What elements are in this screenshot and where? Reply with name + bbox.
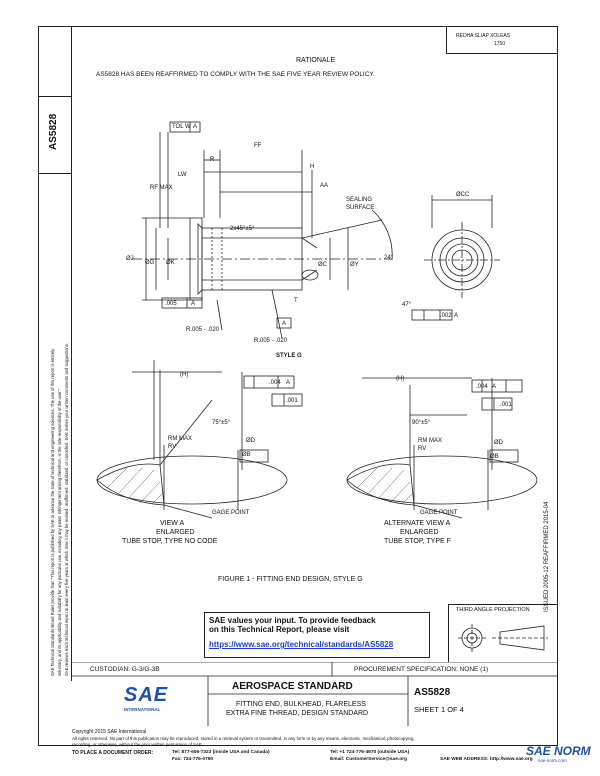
dim-chamfer: 2x45°±5° [230, 226, 255, 232]
alt-view-a-rv: RV [418, 446, 427, 452]
dim-dk: ØK [166, 260, 175, 266]
doc-number: AS5828 [414, 687, 451, 698]
dim-dc: ØC [318, 262, 327, 268]
dim-dj: ØJ [126, 256, 134, 262]
alt-view-a-title-2: ENLARGED [400, 529, 439, 536]
dim-a: A [193, 124, 198, 130]
feedback-link[interactable]: https://www.sae.org/technical/standards/… [209, 640, 394, 649]
alt-view-a-tol-001: .001 [500, 402, 512, 408]
procurement: PROCUREMENT SPECIFICATION: NONE (1) [354, 666, 489, 673]
view-a-rv: RV [168, 444, 177, 450]
alt-view-a-title-3: TUBE STOP, TYPE F [384, 538, 451, 545]
fitting-drawing [96, 121, 538, 519]
dim-rf-max: RF MAX [150, 185, 173, 191]
view-a-title-1: VIEW A [160, 520, 185, 527]
title-line-1: FITTING END, BULKHEAD, FLARELESS [236, 701, 366, 708]
dim-h: H [310, 164, 315, 170]
alt-view-a-rm-max: RM MAX [418, 438, 442, 444]
alt-view-a-title-1: ALTERNATE VIEW A [384, 520, 451, 527]
sheet-number: SHEET 1 OF 4 [414, 705, 464, 714]
alt-view-a-a: A [492, 384, 497, 390]
dim-ff: FF [254, 143, 262, 149]
footer-email: Email: CustomerService@sae.org [330, 757, 407, 762]
alt-view-a-db: ØB [490, 454, 499, 460]
view-a-title-3: TUBE STOP, TYPE NO CODE [122, 538, 218, 545]
side-doc-box [38, 96, 72, 174]
watermark-sub: sae-norm.com [538, 758, 567, 763]
figure-caption: FIGURE 1 - FITTING END DESIGN, STYLE G [218, 576, 363, 583]
dim-dcc: ØCC [456, 192, 470, 198]
view-a-tol-001: .001 [286, 398, 298, 404]
watermark: SAE NORM sae-norm.com [512, 745, 596, 769]
feedback-line-1: SAE values your input. To provide feedba… [209, 616, 376, 625]
dim-a-3: A [282, 321, 287, 327]
title-line-2: EXTRA FINE THREAD, DESIGN STANDARD [226, 710, 369, 717]
footer-tel-1: Tel: 877-606-7323 (inside USA and Canada… [172, 750, 270, 755]
dim-t: T [294, 298, 298, 304]
dim-a-2: A [191, 301, 196, 307]
footer-rights: All rights reserved. No part of this pub… [72, 736, 415, 741]
dim-dg: ØG [145, 260, 155, 266]
alt-view-a-dd: ØD [494, 440, 503, 446]
view-a-gage: GAGE POINT [212, 510, 250, 516]
rationale-heading: RATIONALE [296, 57, 336, 64]
dim-sealing: SEALING [346, 197, 373, 203]
header-line-2: 1750 [494, 41, 506, 47]
sae-logo: SAE [124, 684, 169, 706]
category: AEROSPACE STANDARD [232, 681, 353, 692]
footer-order: TO PLACE A DOCUMENT ORDER: [72, 750, 154, 756]
view-a-tol-004: .004 [269, 380, 281, 386]
side-legal-2: voluntary, and its applicability and sui… [57, 388, 62, 676]
alt-view-a-h: (H) [396, 376, 405, 382]
projection-label: THIRD ANGLE PROJECTION [456, 607, 530, 613]
footer-copyright: Copyright 2015 SAE International [72, 729, 147, 735]
drawing-frame [38, 26, 558, 746]
rationale-text: AS5828 HAS BEEN REAFFIRMED TO COMPLY WIT… [96, 71, 375, 78]
feedback-box: SAE values your input. To provide feedba… [204, 612, 430, 658]
alt-view-a-angle: 90°±5° [412, 420, 431, 426]
alt-view-a-tol-004: .004 [476, 384, 488, 390]
footer-fax: Fax: 724-776-0790 [172, 757, 214, 762]
dim-angle-47: 47° [402, 302, 412, 308]
sae-logo-sub: INTERNATIONAL [124, 707, 161, 712]
footer-tel-2: Tel: +1 724-776-4970 (outside USA) [330, 750, 410, 755]
dim-lw: LW [178, 172, 187, 178]
dim-a-4: A [454, 313, 459, 319]
alt-view-a-gage: GAGE POINT [420, 510, 458, 516]
dim-tol-005: .005 [165, 301, 177, 307]
custodian: CUSTODIAN: G-3/G-3B [90, 666, 160, 673]
title-block-grid [72, 662, 558, 726]
style-label: STYLE G [276, 353, 302, 359]
footer-rights-2: recording, or otherwise, without the pri… [72, 742, 204, 747]
dim-angle-24: 24° [384, 255, 394, 261]
projection-symbol [458, 624, 548, 652]
dim-tol-002: .002 [440, 313, 452, 319]
watermark-text: SAE NORM [526, 744, 591, 758]
dim-r: R [210, 157, 215, 163]
side-legal-1: SAE Technical Standards Board Rules prov… [50, 348, 55, 676]
view-a-title-2: ENLARGED [156, 529, 195, 536]
dim-r1: R.005 - .020 [186, 327, 220, 333]
side-strip [38, 26, 72, 681]
dim-r2: R.005 - .020 [254, 338, 288, 344]
dim-dy: ØY [350, 262, 359, 268]
header-box [446, 26, 558, 54]
footer-web: SAE WEB ADDRESS: http://www.sae.org [440, 757, 533, 762]
header-line-1: REDHA SLIAP XOLEAS [456, 33, 511, 39]
dim-tol-w: TOL W [172, 124, 191, 130]
view-a-rm-max: RM MAX [168, 436, 192, 442]
view-a-h: (H) [180, 372, 189, 378]
projection-box [448, 604, 558, 662]
view-a-angle: 75°±5° [212, 420, 231, 426]
dim-surface: SURFACE [346, 205, 375, 211]
feedback-line-2: on this Technical Report, please visit [209, 625, 350, 634]
side-legal-3: SAE reviews each technical report at lea… [64, 343, 69, 676]
dim-aa: AA [320, 183, 329, 189]
view-a-a: A [286, 380, 291, 386]
view-a-db: ØB [242, 452, 251, 458]
view-a-dd: ØD [246, 438, 255, 444]
